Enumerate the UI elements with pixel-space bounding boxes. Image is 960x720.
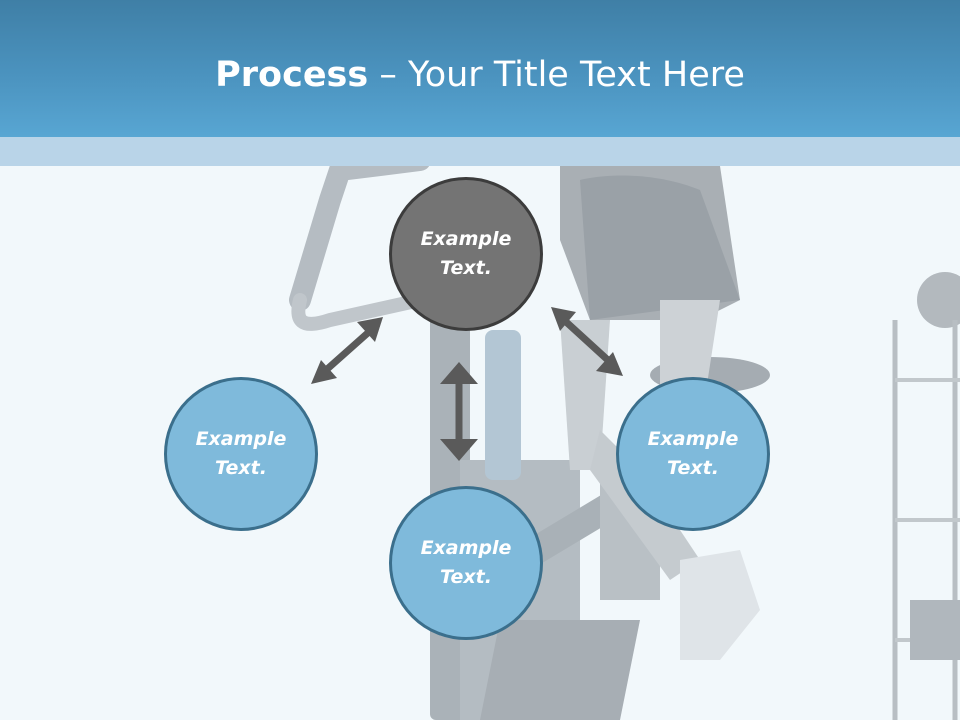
node-text-line2: Text. (667, 457, 719, 479)
node-text-line1: Example (420, 228, 512, 250)
double-arrow-icon (551, 307, 623, 376)
process-node-bottom: Example Text. (389, 486, 543, 640)
node-text-line1: Example (420, 537, 512, 559)
process-node-right: Example Text. (616, 377, 770, 531)
process-node-top: Example Text. (389, 177, 543, 331)
header-strip (0, 137, 960, 166)
header-bar (0, 0, 960, 137)
title-separator: – (368, 55, 408, 95)
node-text-line1: Example (647, 428, 739, 450)
node-text-line2: Text. (440, 257, 492, 279)
page-title: Process – Your Title Text Here (0, 52, 960, 98)
double-arrow-icon (440, 362, 478, 461)
node-text-line2: Text. (215, 457, 267, 479)
process-node-left: Example Text. (164, 377, 318, 531)
title-text: Your Title Text Here (407, 55, 745, 95)
title-bold: Process (215, 55, 369, 95)
node-text-line2: Text. (440, 566, 492, 588)
double-arrow-icon (311, 317, 383, 384)
node-text-line1: Example (195, 428, 287, 450)
